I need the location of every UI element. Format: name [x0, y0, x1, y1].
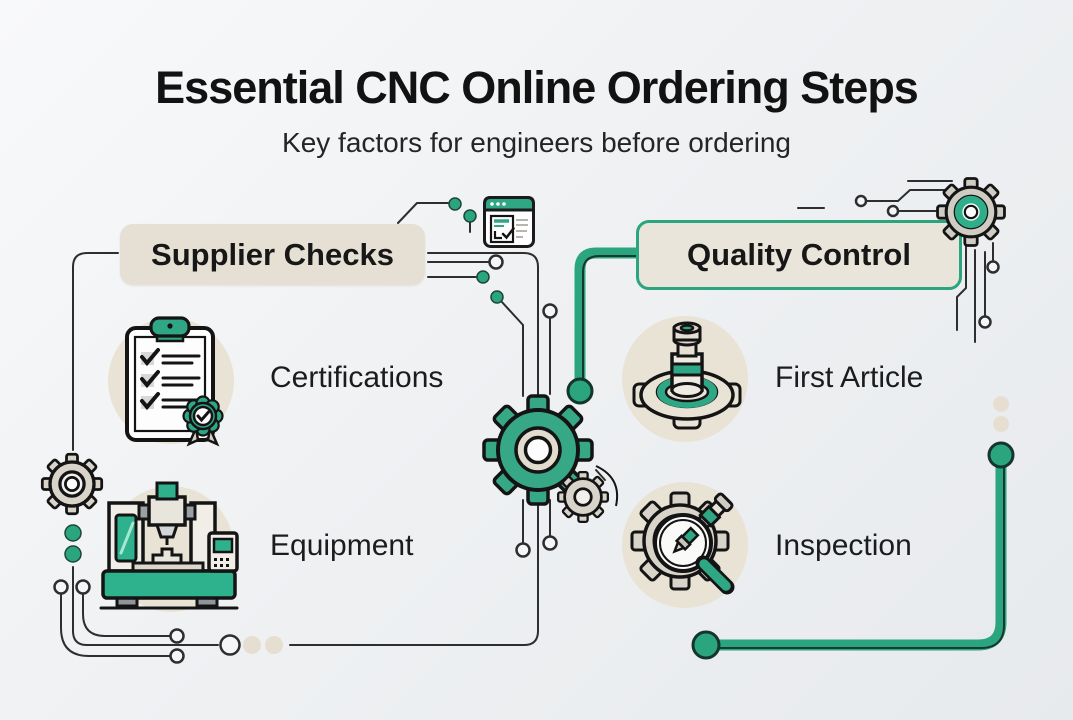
gear-magnifier-icon — [630, 491, 735, 595]
control-panel — [207, 531, 239, 573]
item-label-first-article: First Article — [775, 361, 924, 394]
gear-icon — [936, 177, 1006, 247]
right-connector-line — [691, 441, 1015, 660]
certificate-badge — [182, 395, 224, 447]
teal-dot — [64, 545, 82, 563]
item-label-inspection: Inspection — [775, 529, 912, 562]
teal-dot — [64, 524, 82, 542]
supplier-traces — [397, 197, 606, 558]
machined-part-icon — [632, 321, 742, 430]
page-title: Essential CNC Online Ordering Steps — [155, 62, 919, 113]
small-gear-icon — [557, 471, 609, 523]
small-gear-icon — [40, 452, 104, 516]
beige-dot — [993, 416, 1009, 432]
page-subtitle: Key factors for engineers before orderin… — [282, 127, 791, 158]
browser-window-icon — [483, 196, 535, 248]
section-header-quality-control: Quality Control — [636, 220, 962, 290]
beige-dot — [993, 396, 1009, 412]
item-label-equipment: Equipment — [270, 529, 414, 562]
section-label: Quality Control — [687, 237, 911, 272]
qc-traces — [797, 180, 1000, 343]
qc-connector-line — [566, 247, 646, 405]
bottom-dots — [219, 634, 283, 656]
clipboard-certificate-icon — [125, 316, 224, 447]
item-label-certifications: Certifications — [270, 361, 444, 394]
arc-trace — [595, 465, 618, 507]
section-label: Supplier Checks — [151, 236, 394, 272]
cnc-machine-icon — [99, 481, 239, 610]
section-header-supplier-checks: Supplier Checks — [120, 224, 425, 285]
